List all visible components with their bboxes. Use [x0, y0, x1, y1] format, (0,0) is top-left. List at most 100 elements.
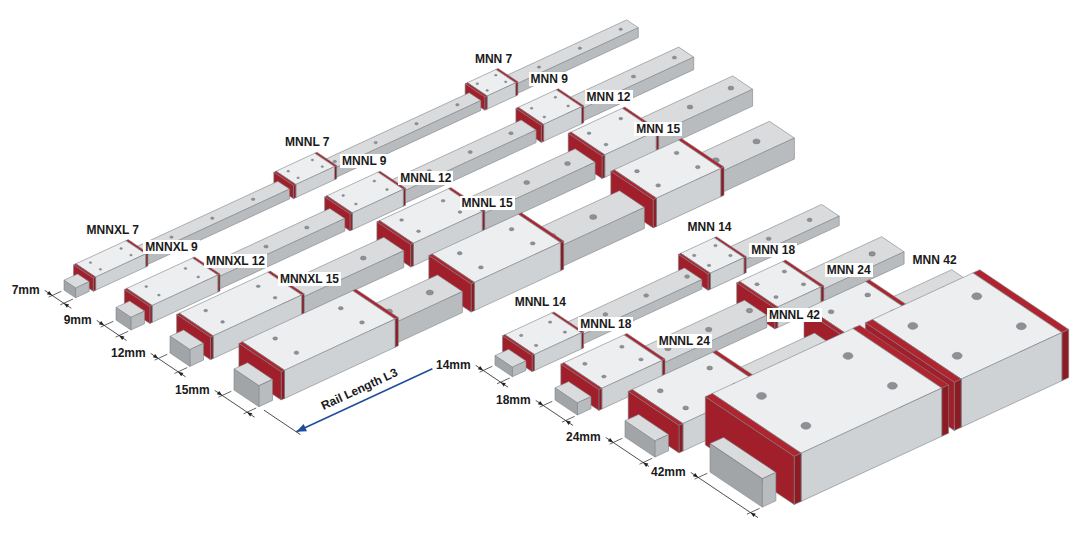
rail-side [76, 282, 90, 298]
part-name: MNNL 18 [578, 317, 633, 331]
block-thread-hole [99, 268, 102, 270]
block-thread-hole [321, 166, 324, 168]
block-thread-hole [801, 283, 805, 286]
part-name: MNNL 15 [460, 196, 515, 210]
block-thread-hole [458, 211, 462, 214]
rail-mounting-hole [537, 66, 540, 68]
end-seal-side [403, 188, 405, 206]
block-thread-hole [204, 309, 208, 312]
block-thread-hole [287, 170, 290, 172]
part-name: MNNL 7 [283, 135, 331, 149]
dimension-arrowhead [643, 463, 648, 468]
block-thread-hole [441, 200, 445, 203]
block-thread-hole [256, 285, 260, 288]
rail-mounting-hole [590, 215, 597, 220]
rail-mounting-hole [426, 290, 433, 295]
block-thread-hole [583, 362, 587, 365]
rail-side [390, 292, 463, 347]
rail-mounting-hole [578, 47, 581, 49]
end-seal-side [581, 332, 583, 349]
block-thread-hole [707, 264, 710, 266]
part-name: MNNL 9 [340, 154, 388, 168]
rail-mounting-hole [753, 139, 760, 144]
block-thread-hole [755, 283, 759, 286]
rail-side [555, 207, 644, 269]
rail-side [762, 472, 776, 507]
dimension-label: 18mm [494, 393, 533, 407]
end-seal-side [532, 355, 534, 372]
block-thread-hole [197, 276, 200, 278]
dimension-label: 7mm [10, 283, 42, 297]
part-name: MNN 14 [686, 220, 734, 234]
carriage-block-side [296, 167, 335, 198]
rail-mounting-hole [687, 105, 693, 109]
part-name: MNN 9 [529, 72, 570, 86]
rail-mounting-hole [746, 308, 752, 313]
block-thread-hole [707, 366, 713, 370]
rail-mounting-hole [644, 294, 649, 298]
rail-end [495, 356, 512, 377]
block-thread-hole [184, 267, 187, 269]
rail-mounting-hole [333, 160, 336, 162]
dimension-arrowhead [501, 382, 506, 386]
carriage-block-side [961, 333, 1062, 428]
block-thread-hole [495, 74, 498, 76]
end-seal-side [942, 385, 949, 436]
end-seal-side [93, 277, 95, 291]
part-name: MNN 42 [911, 253, 959, 267]
dimension-arrowhead [47, 291, 52, 296]
dimension-arrowhead [538, 401, 543, 406]
block-thread-hole [635, 170, 640, 173]
block-thread-hole [294, 351, 299, 354]
rail-end [710, 444, 762, 508]
end-seal-side [602, 155, 605, 179]
dimension-line [536, 400, 573, 425]
block-thread-hole [757, 392, 767, 399]
rail-mounting-hole [565, 162, 571, 166]
block-thread-hole [543, 116, 546, 118]
rail-end [555, 388, 577, 415]
end-seal-side [541, 124, 543, 142]
block-thread-hole [373, 180, 376, 182]
block-thread-hole [908, 322, 918, 329]
rail-end [170, 336, 190, 366]
rail-mounting-hole [456, 104, 459, 106]
block-thread-hole [843, 352, 853, 359]
block-thread-hole [476, 83, 479, 85]
part-name: MNN 12 [585, 90, 633, 104]
dimension-label: 24mm [564, 430, 603, 444]
end-seal-side [350, 213, 352, 231]
block-thread-hole [89, 262, 92, 264]
block-thread-hole [297, 177, 300, 179]
rail-length-label: Rail Length L3 [317, 365, 402, 414]
block-thread-hole [311, 159, 314, 161]
part-name: MNNXL 9 [143, 240, 199, 254]
dimension-arrowhead [178, 372, 183, 377]
rail-side [131, 311, 145, 330]
block-thread-hole [342, 195, 345, 197]
dimension-arrowhead [153, 354, 158, 359]
dimension-label: 15mm [173, 383, 212, 397]
block-thread-hole [604, 143, 608, 146]
block-thread-hole [865, 293, 871, 297]
dimension-arrowhead [247, 412, 252, 416]
dimension-arrowhead [751, 513, 756, 518]
part-name: MNN 7 [473, 52, 514, 66]
part-name: MNN 15 [634, 122, 682, 136]
end-seal-side [146, 253, 148, 267]
part-name: MNNXL 12 [204, 254, 267, 268]
dimension-arrowhead [566, 421, 571, 425]
end-seal-side [954, 379, 961, 430]
end-seal-side [335, 166, 337, 180]
block-thread-hole [520, 334, 523, 336]
block-thread-hole [360, 321, 365, 324]
block-thread-hole [530, 242, 535, 245]
rail-mounting-hole [305, 226, 309, 229]
rail-mounting-hole [170, 236, 173, 238]
block-thread-hole [386, 189, 389, 191]
rail-mounting-hole [685, 275, 690, 279]
rail-mounting-hole [264, 245, 268, 248]
block-thread-hole [486, 90, 489, 92]
block-thread-hole [417, 230, 421, 233]
block-thread-hole [120, 248, 123, 250]
